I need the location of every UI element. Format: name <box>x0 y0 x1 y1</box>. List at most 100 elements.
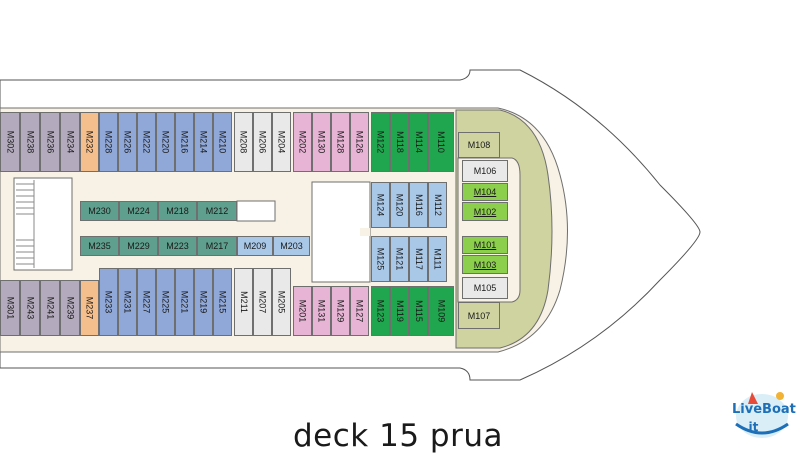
cabin-label: M229 <box>127 241 150 251</box>
cabin-label: M105 <box>473 283 497 293</box>
cabin-m235: M235 <box>80 236 119 256</box>
cabin-m217: M217 <box>197 236 237 256</box>
cabin-m210: M210 <box>213 112 232 172</box>
cabin-label: M122 <box>375 130 386 154</box>
cabin-m207: M207 <box>253 268 272 336</box>
cabin-m128: M128 <box>331 112 350 172</box>
cabin-m106: M106 <box>462 160 508 182</box>
cabin-m208: M208 <box>234 112 253 172</box>
cabin-label: M125 <box>375 247 386 271</box>
cabin-m124: M124 <box>371 182 390 228</box>
cabin-m237: M237 <box>80 280 99 336</box>
cabin-label: M212 <box>205 206 229 216</box>
cabin-m121: M121 <box>390 236 409 282</box>
liveboat-logo-icon <box>735 392 789 438</box>
cabin-m105: M105 <box>462 277 508 299</box>
cabin-m234: M234 <box>60 112 80 172</box>
cabin-m204: M204 <box>272 112 291 172</box>
cabin-label: M126 <box>354 130 365 154</box>
cabin-label: M230 <box>88 206 111 216</box>
cabin-m229: M229 <box>119 236 158 256</box>
cabin-m227: M227 <box>137 268 156 336</box>
cabin-m231: M231 <box>118 268 137 336</box>
cabin-m220: M220 <box>156 112 175 172</box>
cabin-label: M115 <box>413 300 424 322</box>
cabin-label: M220 <box>160 130 171 154</box>
cabin-m108: M108 <box>458 132 500 158</box>
cabin-label: M233 <box>103 290 114 314</box>
cabin-label: M110 <box>435 131 446 153</box>
cabin-m109: M109 <box>428 286 454 336</box>
cabin-label: M234 <box>65 130 76 154</box>
cabin-m103: M103 <box>462 255 508 274</box>
cabin-label: M120 <box>394 193 405 217</box>
cabin-m130: M130 <box>312 112 331 172</box>
cabin-label: M112 <box>432 194 443 216</box>
cabin-label: M241 <box>45 296 56 320</box>
cabin-m232: M232 <box>80 112 99 172</box>
cabin-m214: M214 <box>194 112 213 172</box>
cabin-label: M202 <box>297 130 308 154</box>
cabin-m302: M302 <box>0 112 20 172</box>
cabin-label: M109 <box>435 299 446 323</box>
cabin-label: M239 <box>65 296 76 320</box>
cabin-m228: M228 <box>99 112 118 172</box>
cabin-label: M127 <box>354 299 365 323</box>
cabin-m236: M236 <box>40 112 60 172</box>
cabin-m112: M112 <box>428 182 447 228</box>
cabin-m226: M226 <box>118 112 137 172</box>
logo-brand: LiveBoat <box>732 402 796 417</box>
cabin-m104: M104 <box>462 183 508 201</box>
cabin-label: M101 <box>473 240 497 250</box>
cabin-label: M114 <box>413 131 424 153</box>
cabin-label: M123 <box>375 299 386 323</box>
cabin-label: M111 <box>432 248 443 270</box>
cabin-m125: M125 <box>371 236 390 282</box>
cabin-label: M207 <box>257 290 268 314</box>
cabin-label: M209 <box>243 241 267 251</box>
cabin-m241: M241 <box>40 280 60 336</box>
cabin-m131: M131 <box>312 286 331 336</box>
cabin-label: M107 <box>467 310 491 321</box>
cabin-m224: M224 <box>119 201 158 221</box>
cabin-label: M102 <box>473 206 497 217</box>
cabin-m110: M110 <box>428 112 454 172</box>
cabin-m102: M102 <box>462 202 508 221</box>
cabin-m225: M225 <box>156 268 175 336</box>
cabin-m114: M114 <box>409 112 428 172</box>
cabin-label: M302 <box>5 130 16 154</box>
cabin-m117: M117 <box>409 236 428 282</box>
cabin-m111: M111 <box>428 236 447 282</box>
cabin-label: M130 <box>316 130 327 154</box>
cabin-label: M208 <box>238 130 249 154</box>
cabin-m116: M116 <box>409 182 428 228</box>
cabin-label: M106 <box>473 166 497 176</box>
deck-title: deck 15 prua <box>293 418 503 454</box>
cabin-label: M129 <box>335 299 346 323</box>
cabin-m119: M119 <box>390 286 409 336</box>
cabin-m127: M127 <box>350 286 369 336</box>
cabin-label: M211 <box>238 291 249 313</box>
cabin-label: M221 <box>179 290 190 314</box>
cabin-label: M131 <box>316 299 327 323</box>
cabin-label: M216 <box>179 130 190 154</box>
cabin-m239: M239 <box>60 280 80 336</box>
cabin-label: M227 <box>141 290 152 314</box>
cabin-m216: M216 <box>175 112 194 172</box>
cabin-m211: M211 <box>234 268 253 336</box>
cabin-m221: M221 <box>175 268 194 336</box>
cabin-m107: M107 <box>458 302 500 329</box>
cabin-label: M243 <box>25 296 36 320</box>
cabin-label: M237 <box>84 296 95 320</box>
cabin-label: M121 <box>394 247 405 271</box>
corridor-gap <box>360 228 370 236</box>
cabin-m101: M101 <box>462 236 508 254</box>
stair-area-left <box>13 177 73 271</box>
cabin-m238: M238 <box>20 112 40 172</box>
cabin-label: M301 <box>5 296 16 320</box>
cabin-label: M119 <box>394 300 405 322</box>
logo-domain: .it <box>744 420 759 434</box>
stairs-left <box>16 180 35 268</box>
cabin-label: M232 <box>84 130 95 154</box>
